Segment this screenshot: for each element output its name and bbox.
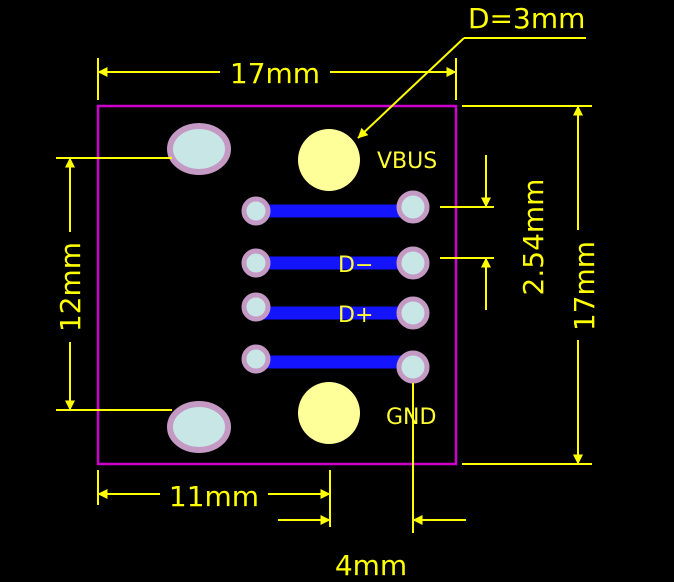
pad-right-gnd [396,350,430,384]
pin-vbus-label: VBUS [377,149,437,174]
pin-dminus-label: D− [338,253,373,278]
width-top-label: 17mm [230,57,320,90]
left-pads [241,196,271,374]
offset-bottom-label: 11mm [169,480,259,513]
mount-pad-top [167,123,231,175]
mount-hole-bottom [298,382,360,444]
height-left-label: 12mm [54,242,87,332]
pad-left-3 [241,292,271,322]
pad-left-2 [241,248,271,278]
dimension-lines [56,37,592,533]
mount-pads [167,123,231,453]
pin-offset-label: 4mm [335,549,407,577]
pad-right-dplus [396,296,430,330]
pin-pitch-label: 2.54mm [517,179,550,296]
pin-dplus-label: D+ [338,303,373,328]
traces [256,204,412,369]
hole-diameter-label: D=3mm [468,2,585,35]
mount-pad-bottom [167,401,231,453]
height-right-label: 17mm [568,241,601,331]
right-pads [396,190,430,384]
pad-left-1 [241,196,271,226]
pad-right-vbus [396,190,430,224]
pad-left-4 [241,344,271,374]
mount-hole-top [298,129,360,191]
pin-gnd-label: GND [386,405,436,430]
pad-right-dminus [396,246,430,280]
board-outline [96,104,458,466]
